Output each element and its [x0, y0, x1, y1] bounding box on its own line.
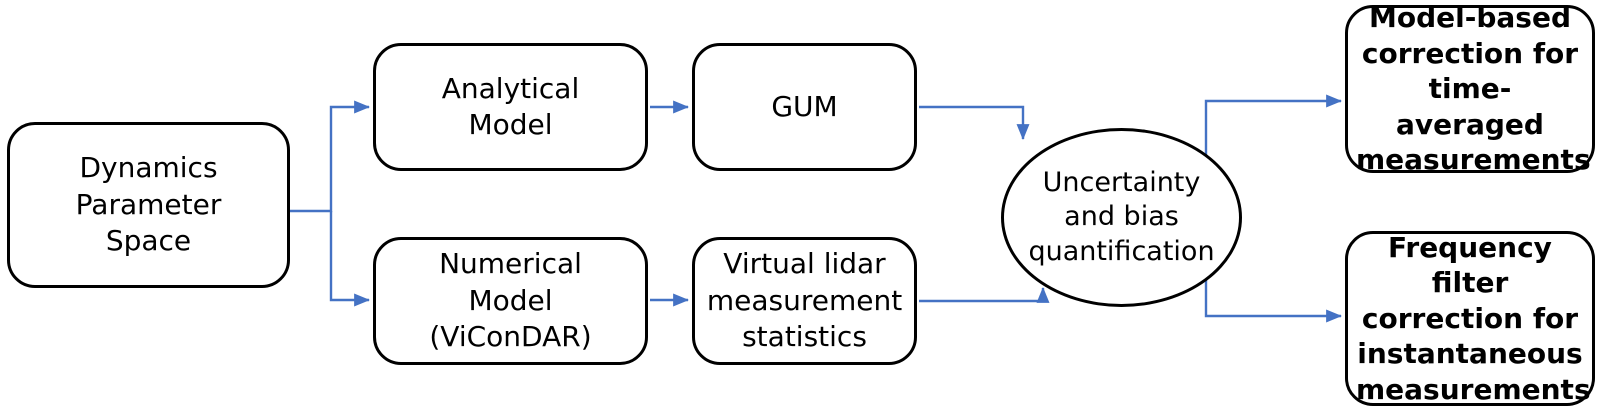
- node-dynamics-label: Dynamics Parameter Space: [75, 151, 222, 258]
- connector-dynamics-to-numerical: [329, 211, 370, 307]
- node-uncertainty-quantification: Uncertainty and bias quantification: [1001, 128, 1242, 307]
- node-numerical-model: Numerical Model (ViConDAR): [373, 237, 648, 365]
- node-dynamics-parameter-space: Dynamics Parameter Space: [7, 122, 290, 288]
- node-gum: GUM: [692, 43, 917, 171]
- node-gum-label: GUM: [771, 89, 838, 123]
- connector-stats-to-uncertainty: [919, 287, 1050, 303]
- connector-dynamics-to-analytical: [290, 100, 370, 213]
- connector-uncertainty-to-model-based: [1204, 94, 1342, 140]
- node-analytical-label: Analytical Model: [441, 71, 580, 141]
- node-uncertainty-label: Uncertainty and bias quantification: [1028, 166, 1215, 267]
- node-model-based-correction: Model-based correction for time-averaged…: [1345, 1, 1595, 176]
- node-model-based-label: Model-based correction for time-averaged…: [1356, 1, 1591, 177]
- node-stats-label: Virtual lidar measurement statistics: [706, 247, 903, 354]
- node-freq-filter-label: Frequency filter correction for instanta…: [1356, 230, 1591, 406]
- connector-gum-to-uncertainty: [919, 105, 1030, 140]
- node-virtual-lidar-statistics: Virtual lidar measurement statistics: [692, 237, 917, 365]
- node-frequency-filter-correction: Frequency filter correction for instanta…: [1345, 231, 1595, 406]
- node-analytical-model: Analytical Model: [373, 43, 648, 171]
- node-numerical-label: Numerical Model (ViConDAR): [429, 247, 592, 354]
